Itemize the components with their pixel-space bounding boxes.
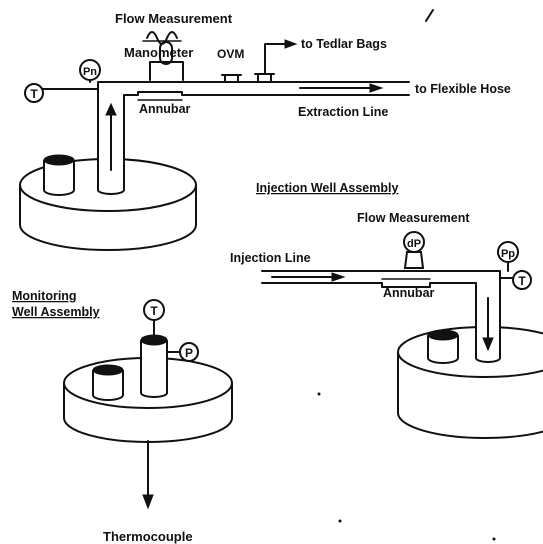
extraction-well-assembly: T Pn Flow Measurement Manometer OVM t [19, 9, 511, 251]
injection-riser-pipe [475, 290, 501, 363]
thermocouple-label: Thermocouple [103, 529, 193, 544]
tedlar-bag-port [254, 39, 298, 83]
tedlar-bags-label: to Tedlar Bags [301, 37, 387, 51]
injection-gauge-pp-label: Pp [501, 248, 515, 260]
monitoring-gauge-p-label: P [185, 346, 193, 360]
extraction-well-stub-pipe [43, 154, 75, 196]
flexible-hose-label: to Flexible Hose [415, 82, 511, 96]
injection-pp-gauge: Pp [497, 241, 519, 272]
monitoring-title-line1: Monitoring [12, 289, 77, 303]
injection-line-label: Injection Line [230, 251, 311, 265]
extraction-line-label: Extraction Line [298, 105, 388, 119]
monitoring-well-stub-pipe [92, 364, 124, 401]
extraction-flow-measurement-label: Flow Measurement [115, 11, 233, 26]
injection-well-assembly: Injection Well Assembly Flow Measurement… [230, 181, 543, 439]
injection-flow-measurement-label: Flow Measurement [357, 211, 470, 225]
extraction-gauge-t-label: T [30, 87, 38, 101]
monitoring-riser-pipe [140, 334, 168, 398]
injection-well-stub-pipe [427, 329, 459, 364]
extraction-gauge-pn-label: Pn [83, 66, 97, 78]
extraction-pn-gauge: Pn [79, 59, 101, 83]
scan-specks [317, 392, 496, 541]
extraction-temperature-gauge: T [24, 83, 99, 103]
injection-dp-gauge: dP [403, 231, 425, 269]
monitoring-title-line2: Well Assembly [12, 305, 100, 319]
thermocouple-arrow [142, 440, 154, 510]
injection-well-drum [396, 326, 543, 439]
injection-annubar-label: Annubar [383, 286, 435, 300]
monitoring-gauge-t-label: T [150, 304, 158, 318]
monitoring-temperature-gauge: T [143, 299, 165, 336]
ovm-port [221, 74, 242, 83]
injection-gauge-dp-label: dP [407, 238, 421, 250]
injection-temperature-gauge: T [499, 270, 532, 290]
monitoring-pressure-gauge: P [166, 342, 199, 362]
injection-gauge-t-label: T [518, 274, 526, 288]
manometer-symbol [142, 31, 184, 81]
injection-title: Injection Well Assembly [256, 181, 398, 195]
extraction-annubar-label: Annubar [139, 102, 191, 116]
injection-line-pipe [261, 270, 501, 291]
ovm-label: OVM [217, 47, 244, 61]
stray-mark [425, 9, 434, 22]
manometer-label: Manometer [124, 45, 193, 60]
extraction-line-pipe [97, 81, 410, 101]
extraction-riser-pipe [97, 95, 125, 195]
monitoring-well-assembly: Monitoring Well Assembly T P [12, 289, 233, 544]
